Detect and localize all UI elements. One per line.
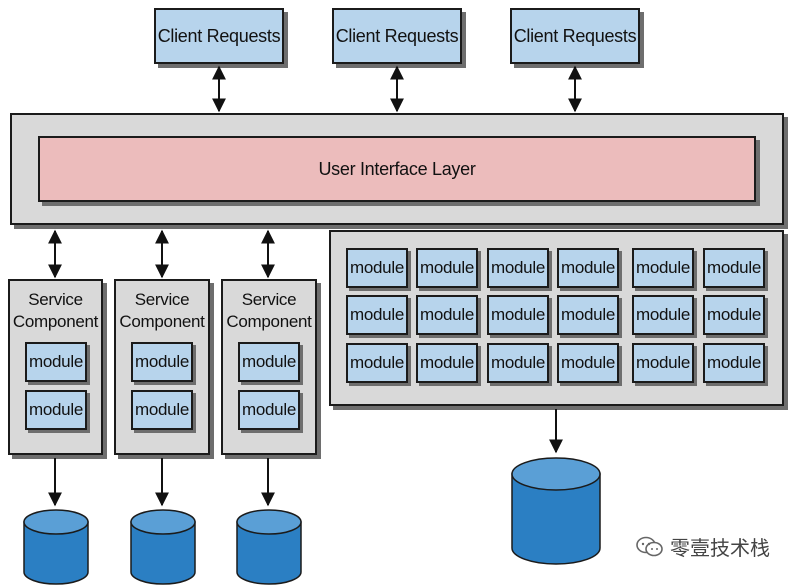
watermark: 零壹技术栈	[636, 532, 770, 561]
monolith-module-r3-c5: module	[632, 343, 694, 383]
monolith-module-r2-c6: module	[703, 295, 765, 335]
monolith-module-r3-c2: module	[416, 343, 478, 383]
monolith-module-r1-c3: module	[487, 248, 549, 288]
client-requests-label: Client Requests	[335, 25, 459, 46]
database-icon-2	[130, 509, 196, 585]
database-icon-1	[23, 509, 89, 585]
monolith-module-r2-c1: module	[346, 295, 408, 335]
monolith-module-r3-c1: module	[346, 343, 408, 383]
watermark-text: 零壹技术栈	[670, 538, 770, 560]
client-requests-label: Client Requests	[513, 25, 637, 46]
service-3-module-2: module	[238, 390, 300, 430]
monolith-module-r2-c2: module	[416, 295, 478, 335]
client-requests-box-1: Client Requests	[154, 8, 284, 64]
monolith-module-r1-c2: module	[416, 248, 478, 288]
monolith-module-r2-c3: module	[487, 295, 549, 335]
monolith-module-r3-c4: module	[557, 343, 619, 383]
monolith-module-r2-c5: module	[632, 295, 694, 335]
wechat-icon	[636, 536, 663, 556]
service-1-module-1: module	[25, 342, 87, 382]
client-requests-label: Client Requests	[157, 25, 281, 46]
monolith-module-r1-c5: module	[632, 248, 694, 288]
client-requests-box-2: Client Requests	[332, 8, 462, 64]
database-icon-monolith	[511, 457, 601, 565]
client-requests-box-3: Client Requests	[510, 8, 640, 64]
user-interface-layer-label: User Interface Layer	[318, 158, 476, 179]
monolith-module-r1-c4: module	[557, 248, 619, 288]
service-3-module-1: module	[238, 342, 300, 382]
database-icon-3	[236, 509, 302, 585]
monolith-module-r3-c3: module	[487, 343, 549, 383]
monolith-module-r1-c6: module	[703, 248, 765, 288]
service-2-module-1: module	[131, 342, 193, 382]
monolith-module-r1-c1: module	[346, 248, 408, 288]
monolith-module-r3-c6: module	[703, 343, 765, 383]
monolith-module-r2-c4: module	[557, 295, 619, 335]
user-interface-layer: User Interface Layer	[38, 136, 756, 202]
service-1-module-2: module	[25, 390, 87, 430]
service-2-module-2: module	[131, 390, 193, 430]
